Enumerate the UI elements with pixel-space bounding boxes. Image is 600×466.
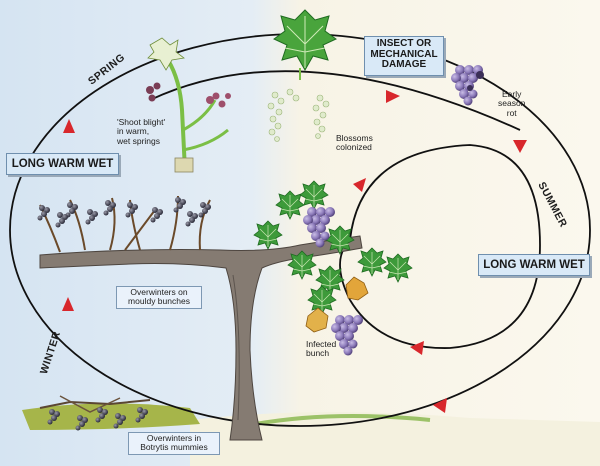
arrow-summer-loop-left [353, 178, 366, 192]
overwinter-mummies-caption: Overwinters in Botrytis mummies [128, 432, 220, 455]
arrow-summer-loop-bottom [410, 341, 424, 355]
insect-damage-line1: INSECT OR [376, 38, 432, 49]
shoot-blight-line1: 'Shoot blight' [117, 117, 166, 127]
shoot-blight-caption: 'Shoot blight' in warm, wet springs [117, 117, 166, 146]
infected-line1: Infected [306, 339, 337, 349]
arrow-spring-left [63, 119, 75, 133]
long-warm-wet-label-left: LONG WARM WET [6, 153, 119, 175]
infected-line2: bunch [306, 348, 330, 359]
trunk-grain [232, 274, 240, 421]
shoot-blight-line3: wet springs [117, 135, 160, 146]
overwinter-bunches-line1: Overwinters on [130, 287, 188, 297]
spring-arc-path [149, 70, 521, 131]
long-warm-wet-text-left: LONG WARM WET [11, 158, 114, 170]
overwinter-mummies-line2: Botrytis mummies [140, 442, 208, 453]
arrow-spring-arc [386, 90, 400, 103]
early-rot-line1: Early [502, 89, 522, 99]
overwinter-mummies-line1: Overwinters in [146, 433, 202, 443]
infected-bunch-caption: Infected bunch [306, 339, 337, 359]
arrow-early-rot [513, 140, 527, 153]
early-season-rot-bunch [451, 65, 484, 106]
botrytis-mummies [39, 395, 151, 431]
early-rot-line2: season [498, 98, 526, 109]
long-warm-wet-text-right: LONG WARM WET [483, 259, 585, 271]
grapevine-trunk [39, 235, 363, 441]
early-rot-caption: Early season rot [498, 89, 526, 118]
blossoms-colonized [267, 9, 337, 142]
arrow-winter-left [62, 297, 74, 311]
arrow-bottom-right [433, 398, 447, 413]
blossoms-line2: colonized [336, 142, 372, 153]
shoot-blight-line2: in warm, [117, 126, 150, 137]
summer-foliage [253, 180, 413, 356]
overwinter-bunches-caption: Overwinters on mouldy bunches [116, 286, 202, 309]
insect-damage-line2: MECHANICAL [370, 48, 438, 60]
blossoms-caption: Blossoms colonized [336, 133, 373, 153]
blossoms-line1: Blossoms [336, 133, 373, 143]
early-rot-line3: rot [506, 107, 517, 118]
insect-damage-line3: DAMAGE [381, 59, 427, 70]
grass-line [249, 414, 431, 427]
insect-damage-label: INSECT OR MECHANICAL DAMAGE [364, 36, 444, 76]
overwinter-bunches-line2: mouldy bunches [128, 296, 190, 307]
long-warm-wet-label-right: LONG WARM WET [478, 254, 590, 276]
spring-shoot [146, 37, 231, 173]
ground-grass [22, 403, 200, 430]
